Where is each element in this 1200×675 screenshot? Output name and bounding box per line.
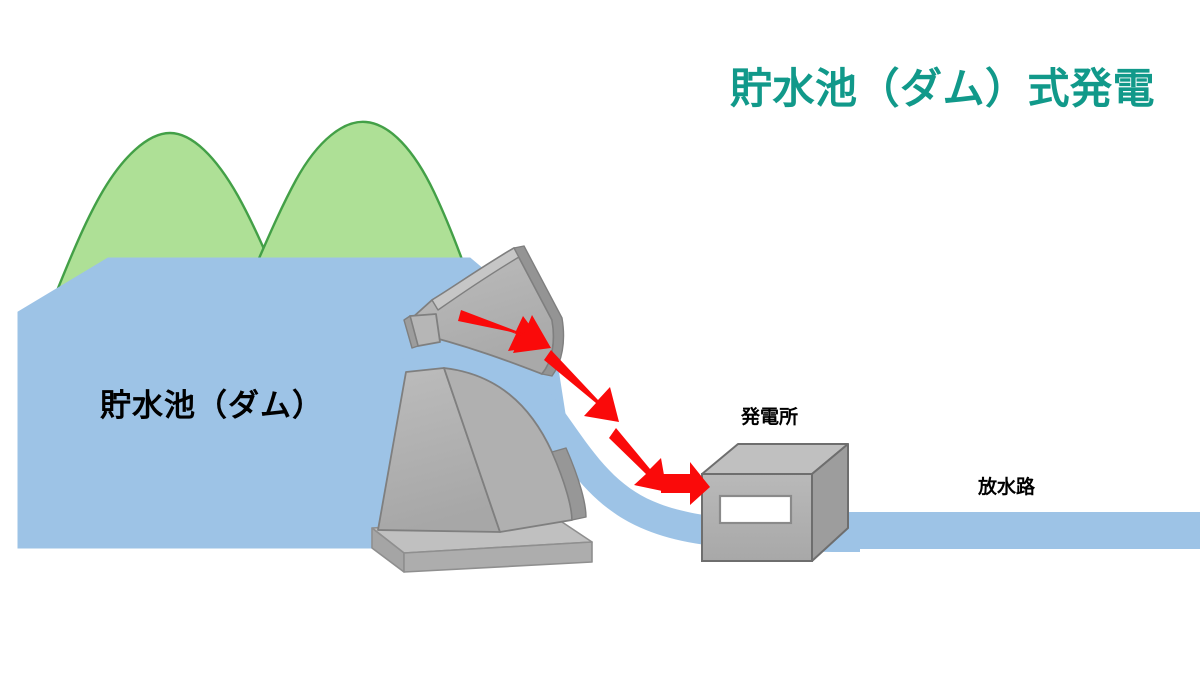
flow-arrows	[458, 310, 710, 505]
dam-body-edge-shadow	[551, 447, 587, 521]
page-title: 貯水池（ダム）式発電	[730, 65, 1156, 112]
flow-arrow-1-shape	[458, 310, 551, 353]
dam-body	[371, 367, 593, 573]
dam-base-slab-bottom	[403, 541, 593, 573]
penstock-water-channel	[400, 330, 860, 552]
intake-gate-shadow	[403, 315, 419, 349]
power-plant-label: 発電所	[741, 407, 799, 428]
flow-arrow-2-shape	[544, 350, 619, 422]
power-plant-window	[718, 494, 793, 525]
power-plant-building	[701, 443, 849, 562]
flow-arrow-4-shape	[661, 462, 710, 505]
outflow-water-band	[840, 512, 1200, 549]
reservoir-label: 貯水池（ダム）	[100, 388, 324, 423]
outflow-channel	[840, 512, 1200, 549]
penstock-curve	[400, 330, 860, 552]
flow-arrow-3-shape	[609, 428, 667, 492]
outflow-channel-label: 放水路	[978, 477, 1036, 498]
